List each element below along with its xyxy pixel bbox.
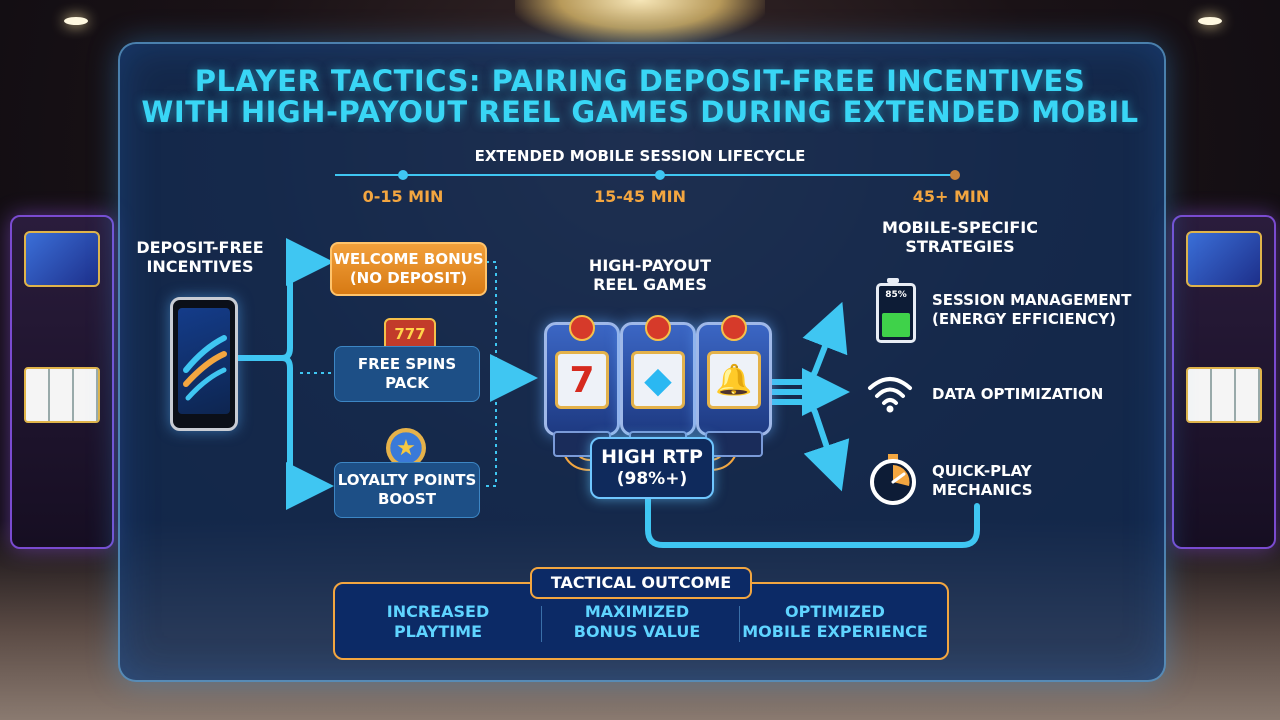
rtp-line-2: (98%+)	[616, 469, 688, 489]
diamond-icon: ◆	[631, 351, 685, 409]
outcome-divider	[739, 606, 740, 642]
outcome-optimized-mobile: OPTIMIZED MOBILE EXPERIENCE	[742, 602, 928, 641]
slot-machine-right-bg	[1172, 215, 1276, 549]
rtp-line-1: HIGH RTP	[601, 446, 703, 468]
slot-machine-diamond: ◆	[620, 315, 696, 457]
title-line-1: PLAYER TACTICS: PAIRING DEPOSIT-FREE INC…	[194, 64, 1086, 98]
loyalty-star-icon: ★	[386, 428, 426, 468]
chandelier	[515, 0, 765, 45]
quick-play-label: QUICK-PLAY MECHANICS	[932, 462, 1033, 499]
welcome-bonus-box: WELCOME BONUS (NO DEPOSIT)	[330, 242, 487, 296]
phase-label-3: 45+ MIN	[912, 187, 990, 206]
mobile-heading: MOBILE-SPECIFIC STRATEGIES	[882, 218, 1038, 256]
data-optimization-label: DATA OPTIMIZATION	[932, 385, 1104, 403]
stopwatch-icon	[870, 454, 916, 505]
timeline-dot-1	[398, 170, 408, 180]
high-rtp-badge: HIGH RTP (98%+)	[590, 437, 714, 499]
timeline-dot-2	[655, 170, 665, 180]
outcome-increased-playtime: INCREASED PLAYTIME	[386, 602, 490, 641]
smartphone-icon	[170, 297, 238, 431]
outcome-maximized-bonus: MAXIMIZED BONUS VALUE	[573, 602, 701, 641]
ceiling-light	[1198, 17, 1222, 25]
ceiling-light	[64, 17, 88, 25]
title-line-2: WITH HIGH-PAYOUT REEL GAMES DURING EXTEN…	[141, 95, 1139, 129]
bell-icon: 🔔	[707, 351, 761, 409]
battery-percent: 85%	[885, 290, 907, 300]
slot-machine-seven: 7	[544, 315, 620, 457]
session-management-label: SESSION MANAGEMENT (ENERGY EFFICIENCY)	[932, 291, 1132, 328]
phase-label-2: 15-45 MIN	[593, 187, 686, 206]
loyalty-points-box: LOYALTY POINTS BOOST	[334, 462, 480, 518]
battery-icon: 85%	[876, 278, 916, 343]
slot-machine-bell: 🔔	[696, 315, 772, 457]
slot-machine-left-bg	[10, 215, 114, 549]
tactical-outcome-tag: TACTICAL OUTCOME	[530, 567, 752, 599]
phase-label-1: 0-15 MIN	[362, 187, 444, 206]
outcome-divider	[541, 606, 542, 642]
seven-symbol: 7	[555, 351, 609, 409]
wifi-icon	[868, 377, 912, 413]
timeline-label: EXTENDED MOBILE SESSION LIFECYCLE	[474, 147, 806, 165]
timeline-dot-3	[950, 170, 960, 180]
free-spins-box: FREE SPINS PACK	[334, 346, 480, 402]
incentives-heading: DEPOSIT-FREE INCENTIVES	[136, 238, 264, 276]
reel-games-heading: HIGH-PAYOUT REEL GAMES	[588, 256, 712, 294]
